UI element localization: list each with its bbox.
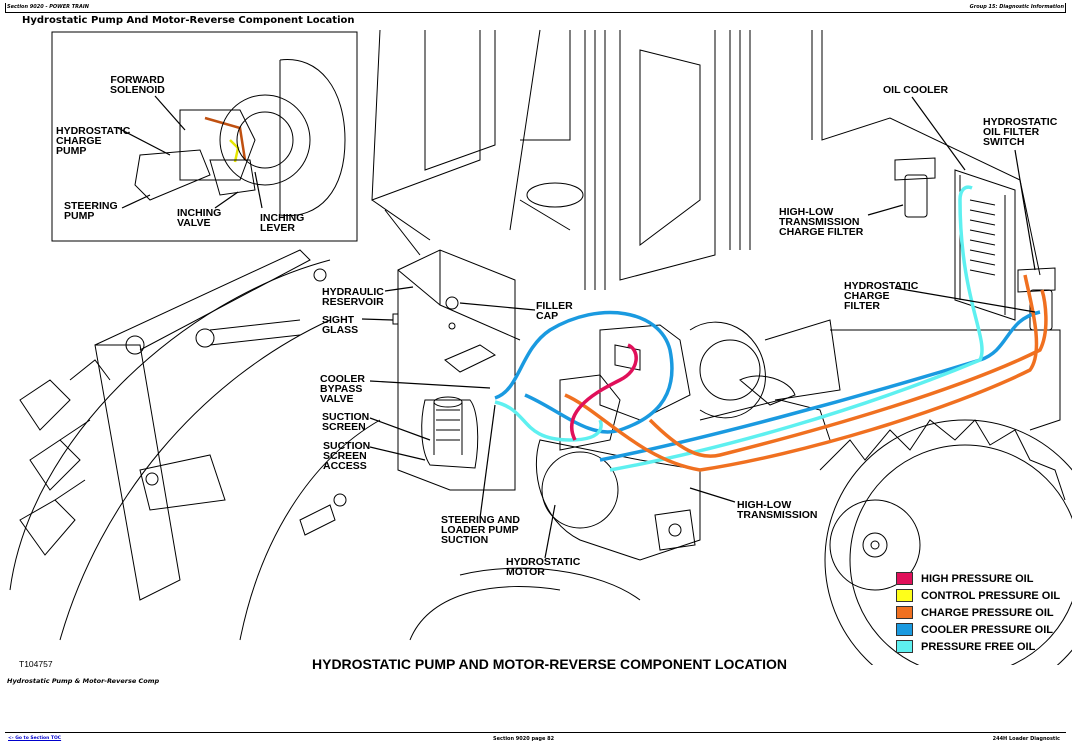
leader-lines (117, 95, 1036, 559)
label-forward-solenoid: FORWARD SOLENOID (110, 74, 165, 96)
legend-label: CHARGE PRESSURE OIL (921, 606, 1054, 619)
cooler-pressure-line (494, 310, 674, 434)
header-divider (5, 3, 6, 12)
charge-pressure-line (564, 274, 1039, 472)
legend-label: PRESSURE FREE OIL (921, 640, 1036, 653)
legend-item: PRESSURE FREE OIL (896, 638, 1060, 655)
oil-legend: HIGH PRESSURE OIL CONTROL PRESSURE OIL C… (896, 570, 1060, 655)
oil-lines (204, 116, 1048, 472)
label-suction-screen: SUCTION SCREEN (322, 411, 370, 433)
figure-caption: HYDROSTATIC PUMP AND MOTOR-REVERSE COMPO… (312, 656, 787, 672)
charge-pressure-line (648, 289, 1048, 458)
legend-swatch-pressure-free (896, 640, 913, 653)
page-title: Hydrostatic Pump And Motor-Reverse Compo… (22, 15, 355, 26)
label-filler-cap: FILLER CAP (536, 300, 573, 322)
pressure-free-line (494, 400, 603, 442)
legend-label: HIGH PRESSURE OIL (921, 572, 1034, 585)
label-steering-loader-pump-suction: STEERING AND LOADER PUMP SUCTION (441, 514, 520, 546)
figure-subcaption: Hydrostatic Pump & Motor-Reverse Comp (7, 677, 160, 685)
label-oil-cooler: OIL COOLER (883, 84, 949, 96)
legend-item: HIGH PRESSURE OIL (896, 570, 1060, 587)
label-suction-screen-access: SUCTION SCREEN ACCESS (323, 440, 371, 472)
label-inching-lever: INCHING LEVER (260, 212, 305, 234)
label-inching-valve: INCHING VALVE (177, 207, 222, 229)
label-hydrostatic-motor: HYDROSTATIC MOTOR (506, 556, 581, 578)
legend-item: CHARGE PRESSURE OIL (896, 604, 1060, 621)
header-rule (5, 12, 1066, 13)
label-sight-glass: SIGHT GLASS (322, 314, 359, 336)
label-high-low-trans-charge-filter: HIGH-LOW TRANSMISSION CHARGE FILTER (779, 206, 864, 238)
group-header: Group 15: Diagnostic Information (969, 4, 1064, 10)
legend-item: CONTROL PRESSURE OIL (896, 587, 1060, 604)
rear-tire (409, 329, 1072, 665)
go-to-section-toc-link[interactable]: <- Go to Section TOC (8, 736, 62, 741)
label-steering-pump: STEERING PUMP (64, 200, 118, 222)
pressure-free-line (609, 185, 984, 472)
hydraulic-reservoir (392, 249, 521, 491)
footer-rule (5, 732, 1066, 733)
label-hydrostatic-charge-filter: HYDROSTATIC CHARGE FILTER (844, 280, 919, 312)
inset-charge-line (204, 116, 247, 161)
section-header: Section 9020 - POWER TRAIN (7, 4, 89, 10)
high-pressure-line (570, 343, 638, 441)
document-title: 244H Loader Diagnostic (992, 736, 1060, 742)
inset-diagram (51, 31, 358, 242)
component-illustration (9, 29, 1072, 665)
legend-swatch-charge-pressure (896, 606, 913, 619)
label-hydrostatic-oil-filter-switch: HYDROSTATIC OIL FILTER SWITCH (983, 116, 1058, 148)
legend-label: COOLER PRESSURE OIL (921, 623, 1054, 636)
page-number: Section 9020 page 82 (493, 736, 555, 742)
legend-swatch-cooler-pressure (896, 623, 913, 636)
label-hydraulic-reservoir: HYDRAULIC RESERVOIR (322, 286, 384, 308)
legend-item: COOLER PRESSURE OIL (896, 621, 1060, 638)
cab-lines (371, 29, 1041, 290)
legend-swatch-control-pressure (896, 589, 913, 602)
figure-id: T104757 (19, 659, 53, 669)
label-hydrostatic-charge-pump: HYDROSTATIC CHARGE PUMP (56, 125, 131, 157)
label-high-low-transmission: HIGH-LOW TRANSMISSION (737, 499, 818, 521)
legend-label: CONTROL PRESSURE OIL (921, 589, 1061, 602)
header-divider (1065, 3, 1066, 12)
legend-swatch-high-pressure (896, 572, 913, 585)
cooler-pressure-line (599, 310, 1041, 462)
loader-arm (9, 249, 381, 641)
label-cooler-bypass-valve: COOLER BYPASS VALVE (320, 373, 365, 405)
